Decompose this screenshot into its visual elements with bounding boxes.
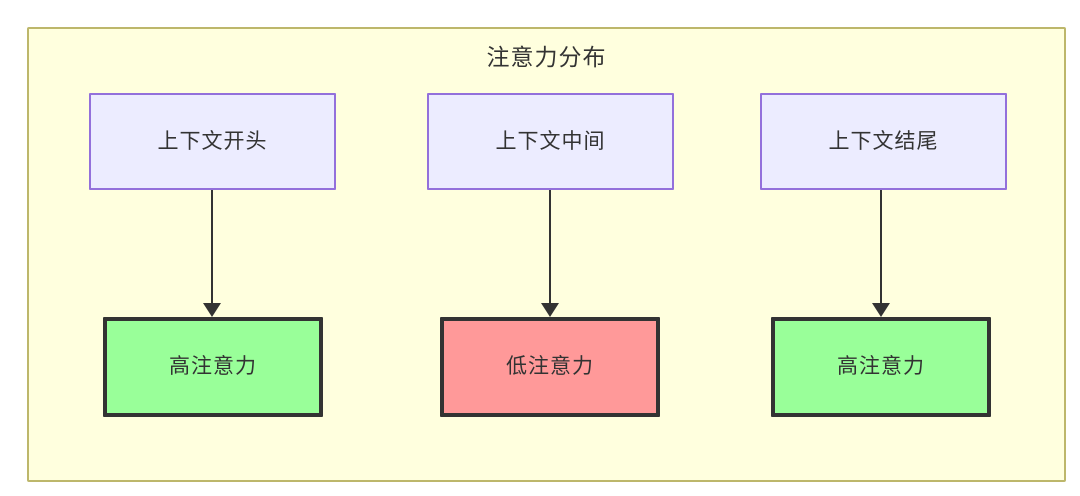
node-attention-high-end[interactable]: 高注意力 [771, 317, 991, 417]
node-attention-low-middle[interactable]: 低注意力 [440, 317, 660, 417]
node-attention-high-end-label: 高注意力 [837, 355, 925, 379]
node-context-start[interactable]: 上下文开头 [89, 93, 336, 190]
node-context-middle[interactable]: 上下文中间 [427, 93, 674, 190]
edge-context-end-to-attention-3 [880, 190, 882, 303]
arrowhead-icon-3 [872, 303, 890, 317]
edge-context-middle-to-attention-2 [549, 190, 551, 303]
node-context-start-label: 上下文开头 [157, 129, 268, 153]
node-attention-low-middle-label: 低注意力 [506, 355, 594, 379]
arrowhead-icon-1 [203, 303, 221, 317]
edge-context-start-to-attention-1 [211, 190, 213, 303]
node-attention-high-start-label: 高注意力 [169, 355, 257, 379]
node-context-end-label: 上下文结尾 [828, 129, 939, 153]
node-attention-high-start[interactable]: 高注意力 [103, 317, 323, 417]
arrowhead-icon-2 [541, 303, 559, 317]
node-context-middle-label: 上下文中间 [495, 129, 606, 153]
node-context-end[interactable]: 上下文结尾 [760, 93, 1007, 190]
cluster-title: 注意力分布 [486, 44, 607, 70]
